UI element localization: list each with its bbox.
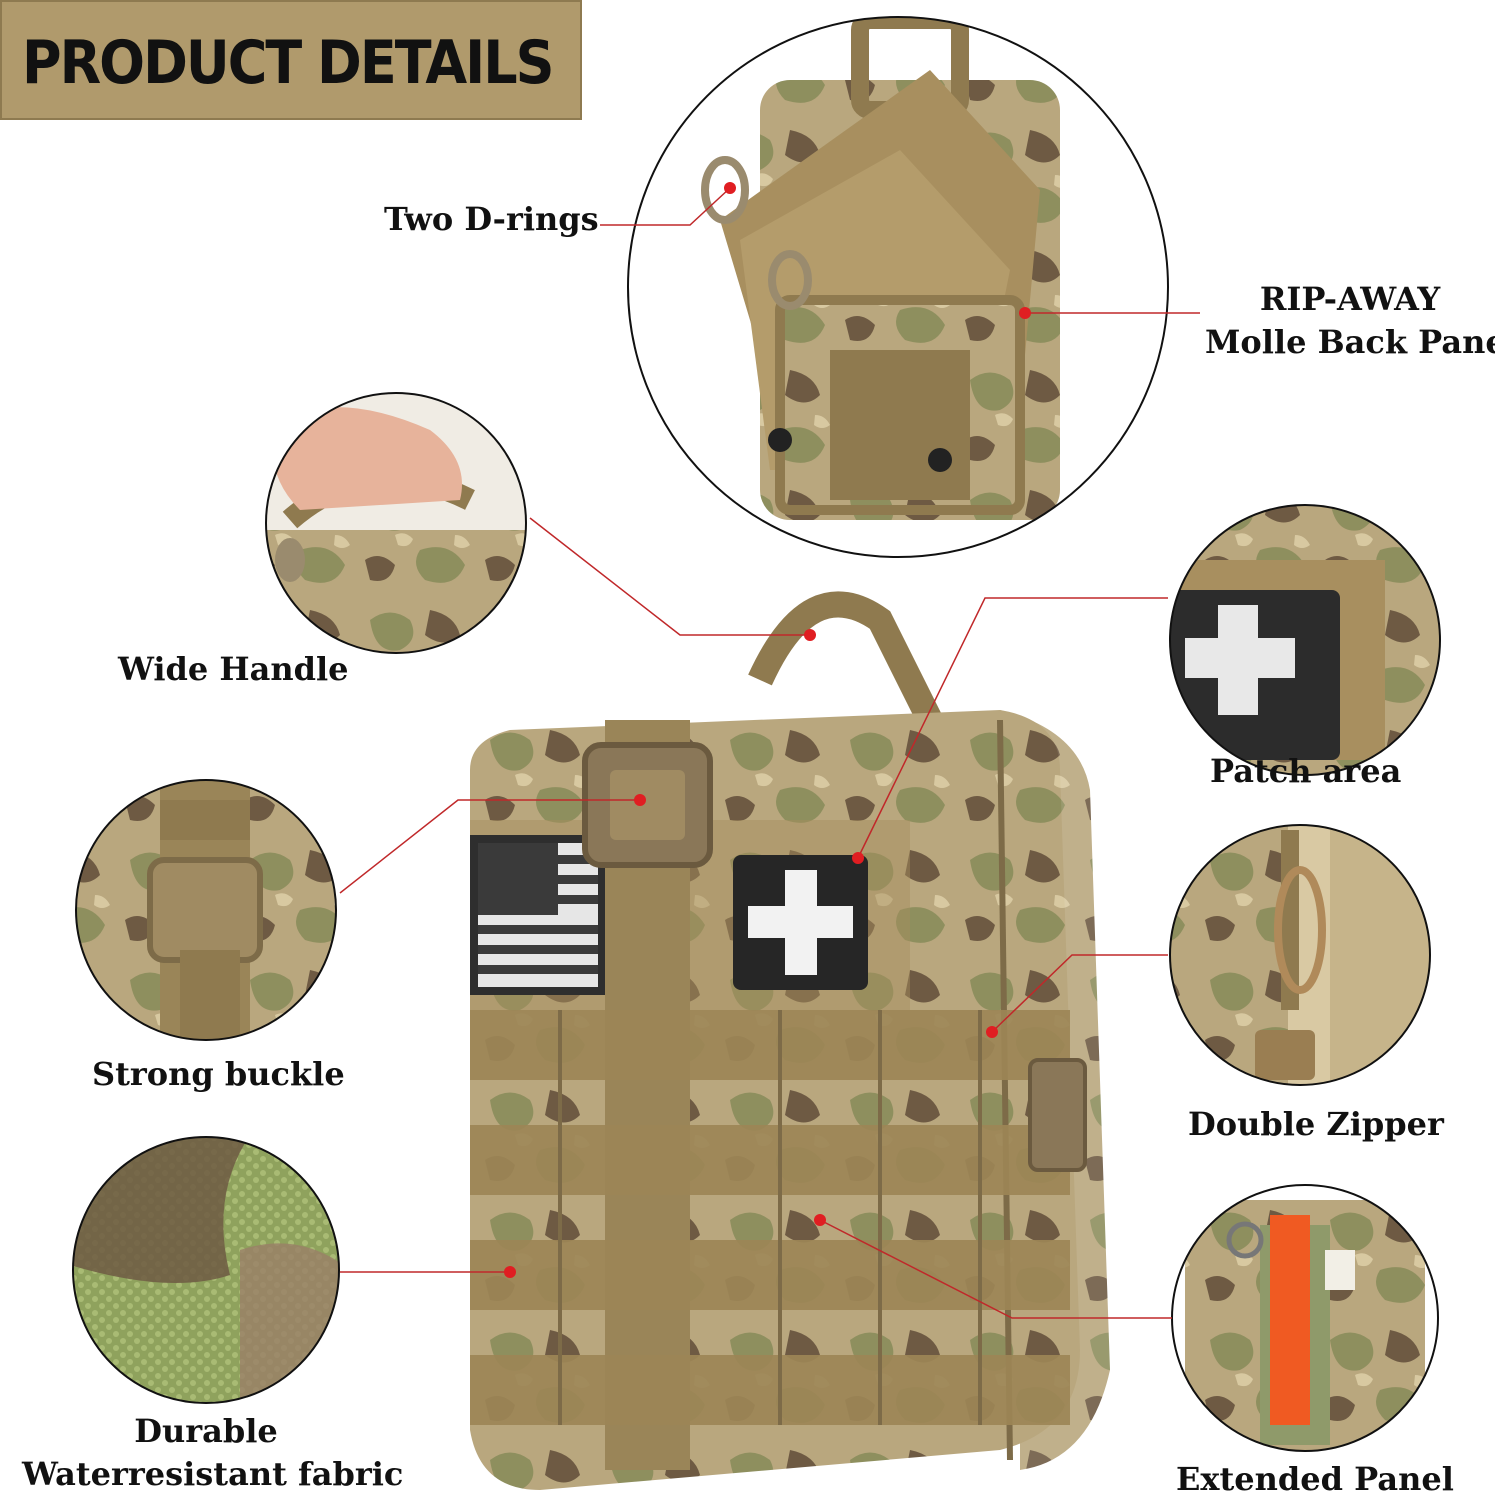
detail-circle-buckle xyxy=(76,780,336,1040)
label-rip-away: RIP-AWAY Molle Back Panel xyxy=(1205,278,1495,364)
label-wide-handle: Wide Handle xyxy=(118,650,349,688)
detail-circle-drings xyxy=(628,17,1168,557)
label-durable-line1: Durable xyxy=(134,1412,278,1450)
label-double-zipper: Double Zipper xyxy=(1188,1105,1444,1143)
us-flag-icon xyxy=(470,835,605,995)
title-banner: PRODUCT DETAILS xyxy=(0,0,582,120)
detail-circle-patch xyxy=(1170,505,1440,775)
label-strong-buckle: Strong buckle xyxy=(92,1055,345,1093)
main-pouch xyxy=(470,591,1110,1490)
label-extended-panel: Extended Panel xyxy=(1176,1460,1454,1498)
label-durable-line2: Waterresistant fabric xyxy=(22,1455,404,1494)
medical-cross-icon xyxy=(733,855,868,990)
callout-lines xyxy=(339,187,1200,1319)
detail-circle-panel xyxy=(1172,1185,1438,1451)
buckle-icon xyxy=(582,742,713,868)
label-durable-fabric: Durable Waterresistant fabric xyxy=(22,1410,404,1496)
label-rip-away-line2: Molle Back Panel xyxy=(1205,323,1495,362)
label-d-rings: Two D-rings xyxy=(384,200,599,238)
detail-circle-fabric xyxy=(73,1137,339,1403)
banner-title: PRODUCT DETAILS xyxy=(22,28,555,98)
detail-circle-handle xyxy=(266,393,526,653)
label-rip-away-line1: RIP-AWAY xyxy=(1259,280,1441,318)
callout-dots xyxy=(504,182,1031,1278)
label-patch-area: Patch area xyxy=(1210,752,1402,790)
